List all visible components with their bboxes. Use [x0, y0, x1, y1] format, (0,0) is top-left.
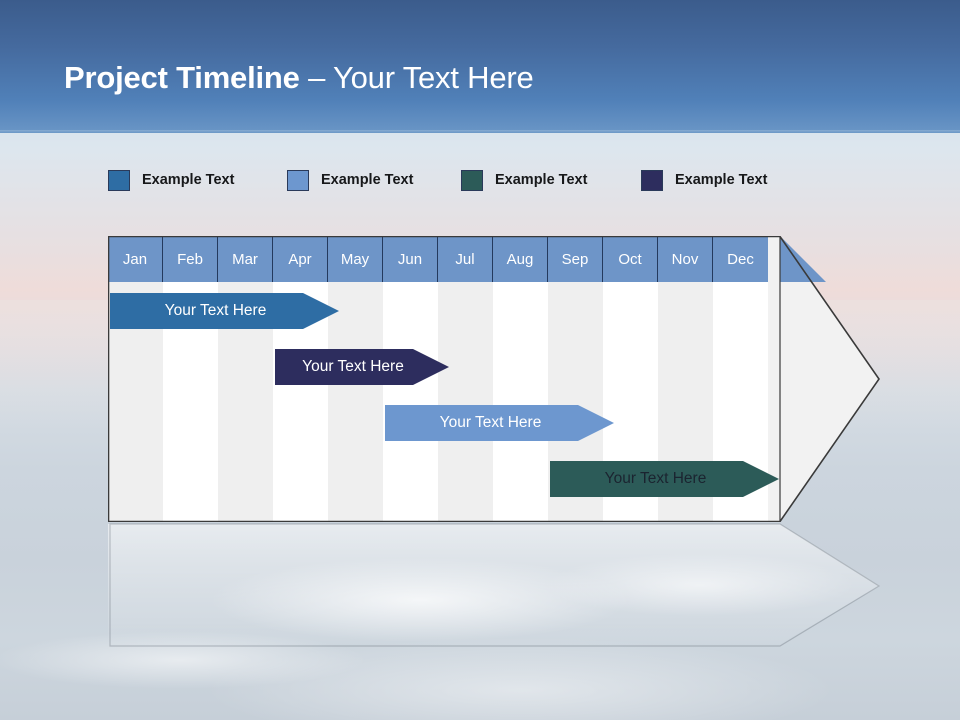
- timeline-bar-label: Your Text Here: [439, 414, 542, 431]
- month-header-label: Jan: [122, 250, 148, 268]
- month-header-jul[interactable]: Jul: [438, 236, 493, 282]
- month-header-label: Apr: [288, 250, 312, 268]
- legend: Example Text Example Text Example Text E…: [108, 168, 868, 196]
- timeline-column-jun[interactable]: [383, 282, 438, 522]
- title-band: Project Timeline – Your Text Here: [0, 0, 960, 133]
- month-header-label: Mar: [232, 250, 258, 268]
- timeline-chart: Jan Feb Mar Apr May Jun Jul Aug Sep Oct Nov Dec You…: [108, 236, 880, 524]
- legend-swatch-3-icon: [461, 170, 483, 191]
- month-header-feb[interactable]: Feb: [163, 236, 218, 282]
- timeline-column-aug[interactable]: [493, 282, 548, 522]
- page-title-light: Your Text Here: [333, 60, 534, 95]
- month-header-nov[interactable]: Nov: [658, 236, 713, 282]
- month-header-label: Nov: [671, 250, 699, 268]
- timeline-column-may[interactable]: [328, 282, 383, 522]
- timeline-month-header: Jan Feb Mar Apr May Jun Jul Aug Sep Oct Nov Dec: [108, 236, 780, 282]
- month-header-label: Aug: [506, 250, 534, 268]
- month-header-label: May: [340, 250, 370, 268]
- timeline-bar-label: Your Text Here: [164, 302, 267, 319]
- timeline-bar-1[interactable]: Your Text Here: [110, 293, 339, 329]
- chart-reflection: [108, 524, 880, 644]
- legend-label-2: Example Text: [321, 172, 414, 188]
- legend-swatch-2-icon: [287, 170, 309, 191]
- timeline-arrow-outline-icon: [108, 236, 880, 522]
- month-header-label: Oct: [618, 250, 642, 268]
- legend-label-1: Example Text: [142, 172, 235, 188]
- timeline-bar-3[interactable]: Your Text Here: [385, 405, 614, 441]
- month-header-aug[interactable]: Aug: [493, 236, 548, 282]
- page-title-separator: –: [299, 60, 334, 95]
- page-title: Project Timeline – Your Text Here: [64, 60, 534, 96]
- timeline-bar-label: Your Text Here: [604, 470, 707, 487]
- month-header-jan[interactable]: Jan: [108, 236, 163, 282]
- month-header-oct[interactable]: Oct: [603, 236, 658, 282]
- month-header-jun[interactable]: Jun: [383, 236, 438, 282]
- month-header-dec[interactable]: Dec: [713, 236, 768, 282]
- legend-swatch-4-icon: [641, 170, 663, 191]
- month-header-may[interactable]: May: [328, 236, 383, 282]
- timeline-bar-label: Your Text Here: [302, 358, 404, 375]
- chart-reflection-outline-icon: [109, 523, 881, 647]
- month-header-label: Feb: [177, 250, 203, 268]
- month-header-sep[interactable]: Sep: [548, 236, 603, 282]
- month-header-label: Sep: [561, 250, 589, 268]
- timeline-bar-4[interactable]: Your Text Here: [550, 461, 779, 497]
- month-header-label: Jul: [455, 250, 475, 268]
- timeline-bar-2[interactable]: Your Text Here: [275, 349, 449, 385]
- legend-swatch-1-icon: [108, 170, 130, 191]
- month-header-apr[interactable]: Apr: [273, 236, 328, 282]
- month-header-label: Jun: [397, 250, 423, 268]
- legend-label-3: Example Text: [495, 172, 588, 188]
- timeline-column-jul[interactable]: [438, 282, 493, 522]
- month-header-label: Dec: [727, 250, 754, 268]
- page-title-bold: Project Timeline: [64, 60, 300, 95]
- month-header-mar[interactable]: Mar: [218, 236, 273, 282]
- legend-label-4: Example Text: [675, 172, 768, 188]
